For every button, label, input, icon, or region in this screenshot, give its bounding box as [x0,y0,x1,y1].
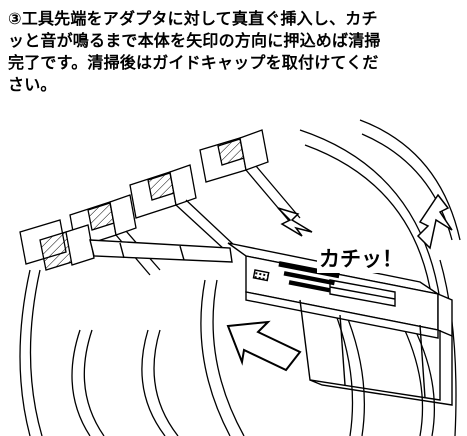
adapter-connector-1 [199,129,301,223]
direction-arrow-icon [226,320,302,372]
instruction-line-4: さい。 [8,75,57,94]
instruction-text: ③工具先端をアダプタに対して真直ぐ挿入し、カチ ッと音が鳴るまで本体を矢印の方向… [8,8,467,96]
adapter-connector-4 [19,219,95,271]
adapter-connector-2 [129,164,236,251]
instruction-line-1: ③工具先端をアダプタに対して真直ぐ挿入し、カチ [8,9,378,28]
click-sound-label: カチッ！ [317,243,405,273]
instruction-line-2: ッと音が鳴るまで本体を矢印の方向に押込めば清掃 [8,31,381,50]
instruction-line-3: 完了です。清掃後はガイドキャップを取付けてくだ [8,53,379,72]
click-spark-icon [277,193,453,250]
